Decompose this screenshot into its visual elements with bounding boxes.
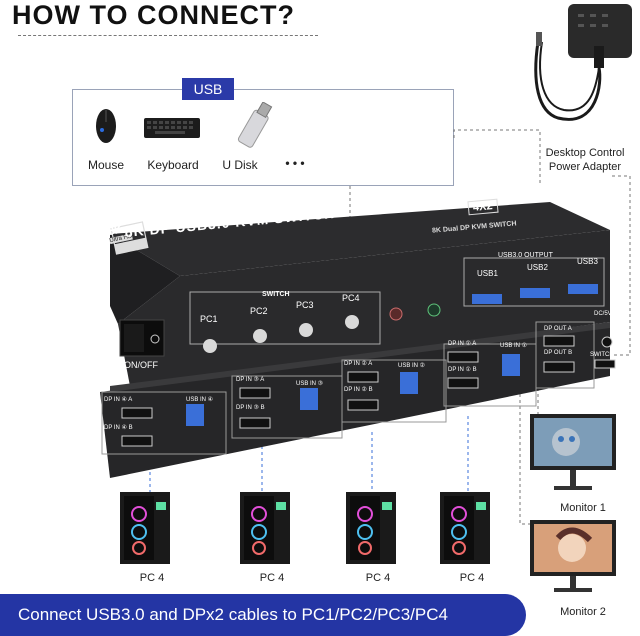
page-title: HOW TO CONNECT? xyxy=(12,0,295,30)
pc3-label: PC3 xyxy=(296,300,314,310)
mouse-icon xyxy=(96,109,116,143)
monitor-1-label: Monitor 1 xyxy=(560,502,606,514)
dp-in-1a-label: DP IN ① A xyxy=(448,341,477,347)
pc-label-2: PC 4 xyxy=(259,572,285,584)
dp-in-3a-label: DP IN ③ A xyxy=(236,377,265,383)
device-model: 4X2 xyxy=(467,198,499,216)
dp-in-2a-label: DP IN ② A xyxy=(344,361,373,367)
usb2-label: USB2 xyxy=(527,263,548,272)
dp-output-group xyxy=(535,321,616,389)
peripheral-label-udisk: U Disk xyxy=(222,158,258,172)
input-group-1 xyxy=(443,343,537,407)
usb-in-4-label: USB IN ④ xyxy=(186,397,214,403)
monitor-2-label: Monitor 2 xyxy=(560,606,606,618)
peripheral-icons xyxy=(96,102,273,148)
adapter-label-line1: Desktop Control xyxy=(545,147,625,159)
pc-icons xyxy=(120,492,490,564)
switch-panel-label: SWITCH xyxy=(262,291,290,298)
usb1-label: USB1 xyxy=(477,269,498,278)
dp-in-4b-label: DP IN ④ B xyxy=(104,425,133,431)
switch-port-label: SWITCH xyxy=(590,352,614,358)
input-group-2 xyxy=(341,359,447,423)
dp-in-4a-label: DP IN ④ A xyxy=(104,397,133,403)
pc-icon-2 xyxy=(240,492,290,564)
dp-in-1b-label: DP IN ① B xyxy=(448,367,477,373)
pc4-button xyxy=(345,315,359,329)
usb3-label: USB3 xyxy=(577,257,598,266)
pc-label-1: PC 4 xyxy=(139,572,165,584)
pc2-button xyxy=(253,329,267,343)
pc-label-3: PC 4 xyxy=(365,572,391,584)
usb-drive-icon xyxy=(237,102,273,148)
kvm-switch-device xyxy=(100,202,616,478)
dp-in-2b-label: DP IN ② B xyxy=(344,387,373,393)
peripheral-label-keyboard: Keyboard xyxy=(147,158,199,172)
more-icon: • • • xyxy=(285,156,305,170)
pc3-button xyxy=(299,323,313,337)
pc-label-4: PC 4 xyxy=(459,572,485,584)
dp-out-a-label: DP OUT A xyxy=(544,326,572,332)
usb-output-label: USB3.0 OUTPUT xyxy=(498,252,553,259)
pc1-button xyxy=(203,339,217,353)
usb-in-3-label: USB IN ③ xyxy=(296,381,324,387)
dp-out-b-label: DP OUT B xyxy=(544,350,573,356)
footer-text: Connect USB3.0 and DPx2 cables to PC1/PC… xyxy=(18,605,448,624)
peripheral-label-mouse: Mouse xyxy=(87,158,125,172)
adapter-label: Desktop Control Power Adapter xyxy=(532,146,638,174)
dc-label: DC/5V xyxy=(594,311,612,317)
pc4-label: PC4 xyxy=(342,293,360,303)
usb-in-1-label: USB IN ① xyxy=(500,343,528,349)
usb-in-2-label: USB IN ② xyxy=(398,363,426,369)
usb-badge: USB xyxy=(182,78,234,100)
power-label: ON/OFF xyxy=(124,360,158,370)
monitor-1-icon xyxy=(530,414,616,490)
pc1-label: PC1 xyxy=(200,314,218,324)
pc-icon-1 xyxy=(120,492,170,564)
pc-icon-4 xyxy=(440,492,490,564)
keyboard-icon xyxy=(144,118,200,138)
footer-bar xyxy=(0,594,526,636)
pc2-label: PC2 xyxy=(250,306,268,316)
dp-in-3b-label: DP IN ③ B xyxy=(236,405,265,411)
pc-icon-3 xyxy=(346,492,396,564)
monitor-icons xyxy=(530,414,616,592)
power-adapter-icon xyxy=(534,4,632,121)
adapter-label-line2: Power Adapter xyxy=(548,161,622,173)
title-divider xyxy=(18,35,318,36)
input-group-4 xyxy=(101,391,227,455)
monitor-2-icon xyxy=(530,520,616,592)
